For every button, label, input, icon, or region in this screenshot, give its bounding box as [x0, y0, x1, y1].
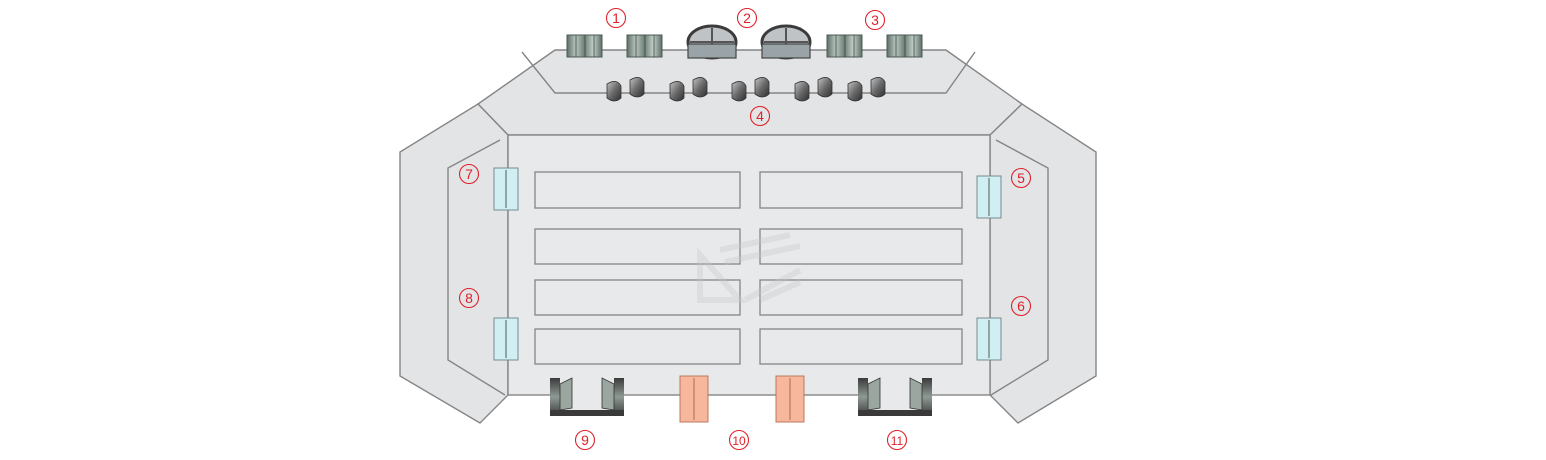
row-right-4: [759, 328, 963, 365]
auto-door-11: [858, 377, 932, 416]
label-text-8: 8: [465, 290, 473, 306]
speed-gate: [692, 77, 708, 98]
label-9: 9: [574, 429, 596, 451]
speed-gate: [817, 77, 833, 98]
label-5: 5: [1010, 167, 1032, 189]
label-text-11: 11: [891, 434, 904, 448]
automatic-swing-doors: [550, 377, 932, 416]
label-3: 3: [864, 9, 886, 31]
label-text-5: 5: [1017, 170, 1025, 186]
label-2: 2: [736, 7, 758, 29]
label-11: 11: [886, 429, 908, 451]
number-labels: 1 2 3 4 5 6 7 8 9 10 11: [458, 7, 1032, 451]
building-outline: [399, 49, 1097, 424]
label-text-7: 7: [465, 166, 473, 182]
speed-gate: [669, 81, 685, 102]
speed-gate: [794, 81, 810, 102]
row-left-2: [534, 228, 741, 265]
label-text-10: 10: [732, 434, 746, 448]
row-left-3: [534, 279, 741, 316]
speed-gate: [731, 81, 747, 102]
left-wing-inner-wall: [447, 139, 506, 396]
row-left-4: [534, 328, 741, 365]
glass-swing-doors: [493, 167, 1002, 361]
right-wing-floor: [989, 103, 1097, 424]
revolving-door-icon: [686, 24, 812, 60]
label-8: 8: [458, 287, 480, 309]
label-6: 6: [1010, 295, 1032, 317]
label-text-6: 6: [1017, 298, 1025, 314]
row-right-1: [759, 171, 963, 209]
seating-rows: [534, 171, 963, 365]
label-text-3: 3: [871, 12, 879, 28]
gate-line-wall: [521, 51, 976, 94]
label-10: 10: [728, 429, 750, 451]
label-4: 4: [749, 105, 771, 127]
label-text-2: 2: [743, 10, 751, 26]
label-text-4: 4: [756, 108, 764, 124]
label-7: 7: [458, 163, 480, 185]
label-text-9: 9: [581, 432, 589, 448]
left-wing-floor: [399, 103, 509, 424]
speed-gate: [847, 81, 863, 102]
speed-gate: [606, 81, 622, 102]
turnstile-icon: [606, 77, 886, 102]
label-1: 1: [605, 7, 627, 29]
auto-door-9: [550, 377, 624, 416]
row-left-1: [534, 171, 741, 209]
speed-gate: [629, 77, 645, 98]
watermark-logo: [697, 232, 802, 303]
row-right-3: [759, 279, 963, 316]
label-text-1: 1: [612, 10, 620, 26]
row-right-2: [759, 228, 963, 265]
speed-gate: [754, 77, 770, 98]
sliding-door-icon: [566, 34, 923, 58]
double-wood-doors: [679, 375, 805, 423]
speed-gate: [870, 77, 886, 98]
right-wing-inner-wall: [990, 139, 1049, 396]
